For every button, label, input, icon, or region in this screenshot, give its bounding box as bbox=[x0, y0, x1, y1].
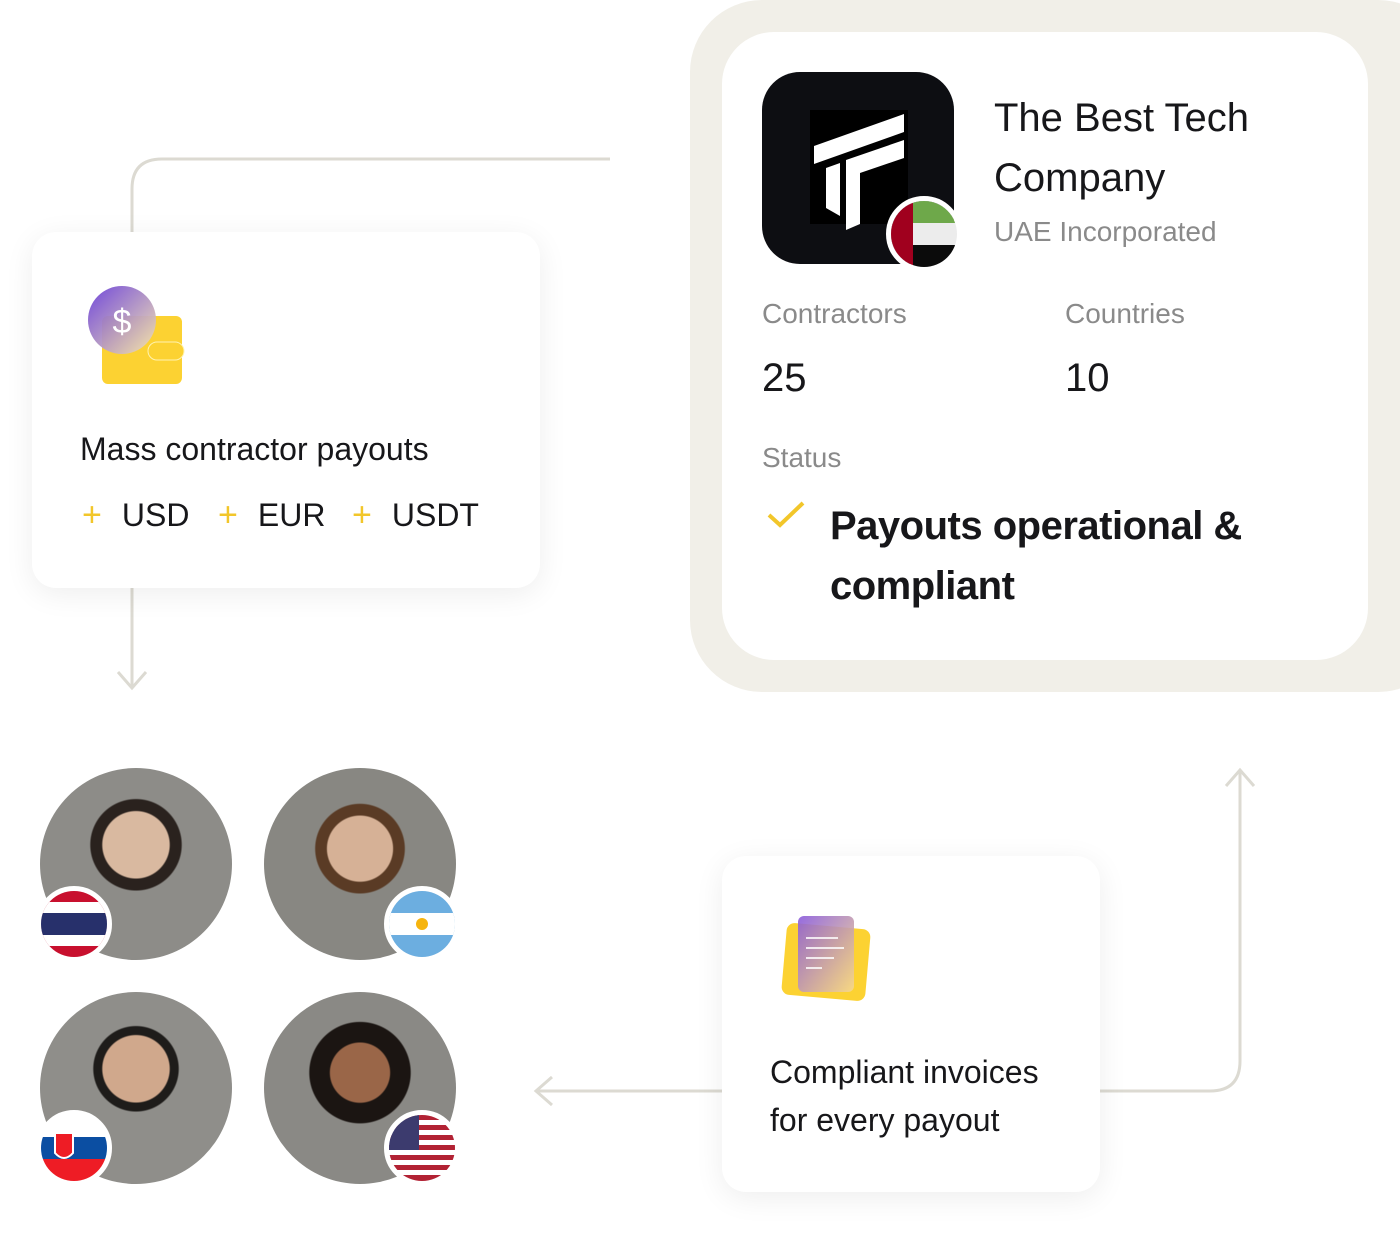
status-label: Status bbox=[762, 442, 842, 473]
countries-value: 10 bbox=[1065, 356, 1110, 400]
thailand-flag bbox=[36, 886, 112, 962]
arrow-left bbox=[533, 1075, 722, 1107]
connector-top bbox=[130, 157, 610, 232]
svg-text:$: $ bbox=[113, 303, 132, 341]
plus-icon: + bbox=[352, 496, 372, 534]
argentina-flag bbox=[384, 886, 460, 962]
countries-label: Countries bbox=[1065, 298, 1185, 329]
wallet-icon: $ bbox=[88, 286, 185, 384]
currency-usdt: +USDT bbox=[352, 496, 479, 534]
uae-flag bbox=[886, 196, 962, 272]
invoice-icon bbox=[781, 916, 871, 1001]
currency-usd: +USD bbox=[82, 496, 190, 534]
arrow-down bbox=[116, 588, 148, 691]
company-logo bbox=[762, 72, 954, 264]
payouts-title: Mass contractor payouts bbox=[80, 431, 429, 467]
contractors-value: 25 bbox=[762, 356, 807, 400]
slovakia-flag bbox=[36, 1110, 112, 1186]
tt-logo-icon bbox=[810, 110, 908, 230]
status-text: Payouts operational & compliant bbox=[830, 504, 1242, 608]
plus-icon: + bbox=[82, 496, 102, 534]
company-incorporation: UAE Incorporated bbox=[994, 216, 1217, 247]
check-icon bbox=[767, 501, 805, 528]
currency-eur: +EUR bbox=[218, 496, 326, 534]
usa-flag bbox=[384, 1110, 460, 1186]
invoice-card bbox=[722, 856, 1100, 1192]
plus-icon: + bbox=[218, 496, 238, 534]
contractors-label: Contractors bbox=[762, 298, 907, 329]
arrow-up bbox=[1100, 767, 1256, 1093]
